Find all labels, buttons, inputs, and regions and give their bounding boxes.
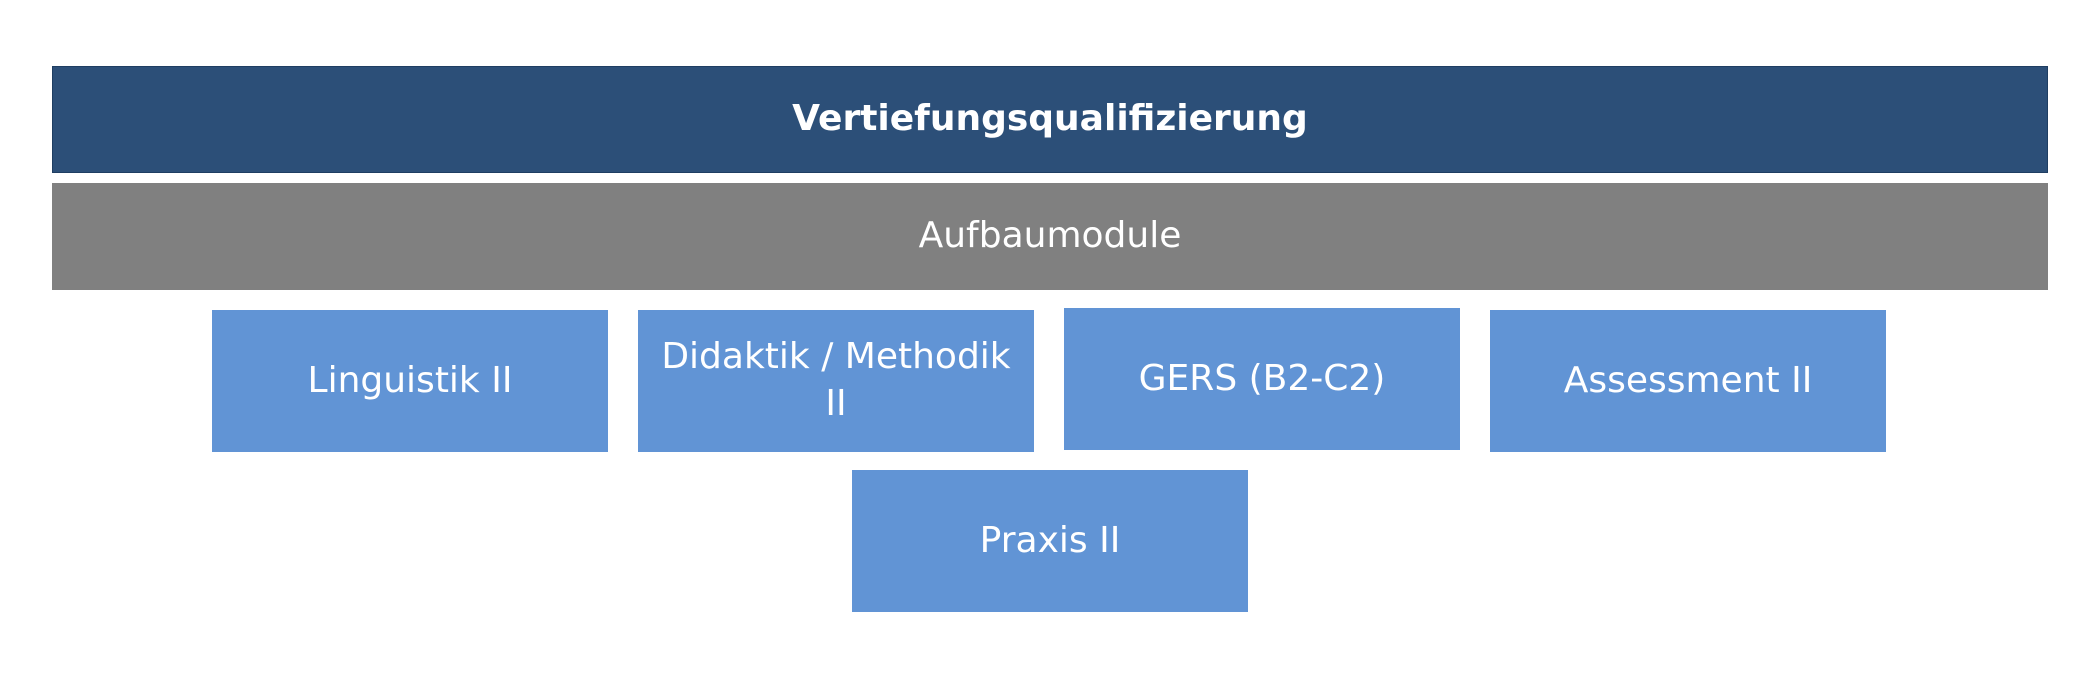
module-gers-b2-c2: GERS (B2-C2) — [1064, 308, 1460, 450]
module-praxis-ii: Praxis II — [852, 470, 1248, 612]
module-linguistik-ii: Linguistik II — [212, 310, 608, 452]
module-didaktik-methodik-ii: Didaktik / Methodik II — [638, 310, 1034, 452]
aufbaumodule-banner: Aufbaumodule — [52, 183, 2048, 290]
module-assessment-ii: Assessment II — [1490, 310, 1886, 452]
vertiefungsqualifizierung-banner: Vertiefungsqualifizierung — [52, 66, 2048, 173]
